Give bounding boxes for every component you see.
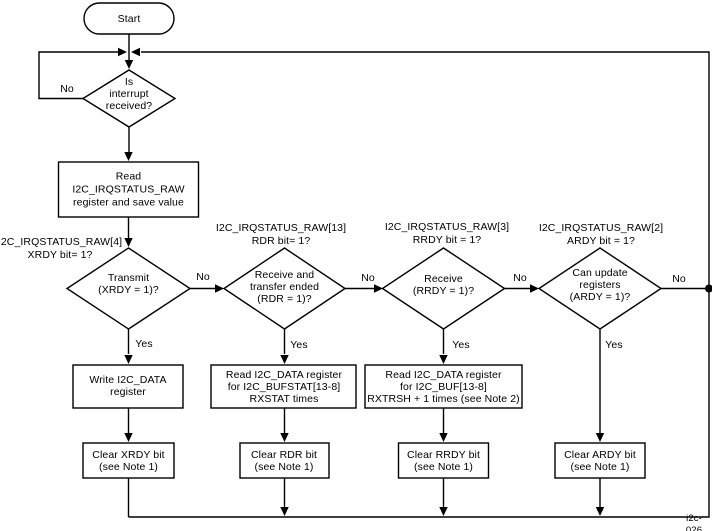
branch-2-register-check-label: I2C_IRQSTATUS_RAW[13] RDR bit= 1? — [215, 222, 347, 247]
arrow-into-clear3 — [439, 433, 448, 442]
arrow-into-action3 — [439, 355, 448, 364]
branch-1-action-label: Write I2C_DATA register — [89, 374, 167, 398]
branch-1-decision-label: Transmit (XRDY = 1)? — [98, 272, 159, 296]
arrow-into-clear4 — [595, 433, 605, 442]
branch-1-decision-diamond — [65, 247, 192, 330]
arrow-into-action1 — [124, 355, 133, 364]
read-register-box-label: Read I2C_IRQSTATUS_RAW register and save… — [72, 170, 185, 208]
branch-3-clear-box — [397, 442, 490, 479]
branch-3-action-label: Read I2C_DATA register for I2C_BUF[13-8]… — [367, 369, 520, 405]
branch-4-no-label: No — [672, 273, 686, 285]
branch-2-action-label: Read I2C_DATA register for I2C_BUFSTAT[1… — [225, 369, 343, 405]
branch-1-action-box — [72, 364, 184, 409]
branch-1-no-label: No — [196, 270, 210, 283]
edge-no-loop-left — [38, 51, 118, 100]
branch-4-decision-label: Can update registers (ARDY = 1)? — [569, 267, 631, 303]
branch-2-decision-label: Receive and transfer ended (RDR = 1)? — [249, 269, 320, 305]
start-node-shape — [83, 2, 175, 35]
branch-3-decision-label: Receive (RRDY = 1)? — [412, 272, 475, 297]
arrow-right-loop-join — [131, 47, 140, 57]
interrupt-decision-label: Is interrupt received? — [105, 76, 153, 112]
branch-4-register-check-label: I2C_IRQSTATUS_RAW[2] ARDY bit = 1? — [538, 221, 664, 247]
branch-1-clear-box — [82, 442, 175, 479]
branch-3-no-label: No — [513, 272, 527, 284]
branch-2-clear-label: Clear RDR bit (see Note 1) — [250, 448, 318, 473]
junction-dot — [705, 284, 712, 293]
arrow-left-loop-join — [118, 47, 127, 57]
branch-4-yes-label: Yes — [605, 339, 623, 351]
branch-2-action-box — [210, 364, 357, 409]
arrow-into-clear1 — [124, 433, 133, 442]
arrow-clear2-bottom — [280, 507, 289, 516]
branch-1-clear-label: Clear XRDY bit (see Note 1) — [92, 448, 165, 473]
branch-4-decision-diamond — [537, 247, 663, 330]
interrupt-decision-diamond — [81, 69, 177, 128]
arrow-clear4-bottom — [595, 507, 605, 516]
read-register-box — [57, 161, 200, 218]
branch-4-clear-box — [554, 442, 646, 479]
figure-id-label: i2c-026 — [685, 512, 703, 531]
arrow-into-d1 — [124, 238, 133, 247]
arrow-into-interrupt-diamond — [124, 60, 134, 69]
arrow-into-d2 — [215, 284, 224, 293]
flow-nodes — [57, 2, 663, 479]
arrow-into-d4 — [530, 284, 539, 293]
branch-2-no-label: No — [361, 272, 375, 284]
branch-4-clear-label: Clear ARDY bit (see Note 1) — [564, 448, 636, 473]
arrow-into-d3 — [374, 284, 383, 293]
arrow-clear3-bottom — [439, 507, 448, 516]
branch-3-yes-label: Yes — [452, 339, 470, 351]
interrupt-no-label: No — [60, 83, 74, 95]
branch-3-register-check-label: I2C_IRQSTATUS_RAW[3] RRDY bit = 1? — [384, 221, 510, 246]
branch-2-clear-box — [239, 442, 330, 479]
arrow-into-clear2 — [280, 433, 289, 442]
branch-1-register-check-label: I2C_IRQSTATUS_RAW[4] XRDY bit= 1? — [0, 235, 123, 261]
branch-1-yes-label: Yes — [135, 338, 153, 350]
branch-3-action-box — [364, 364, 523, 409]
branch-3-decision-diamond — [381, 247, 506, 330]
branch-3-clear-label: Clear RRDY bit (see Note 1) — [407, 448, 480, 473]
arrow-into-action2 — [280, 355, 289, 364]
branch-2-yes-label: Yes — [290, 339, 308, 351]
arrowheads — [118, 47, 712, 516]
branch-2-decision-diamond — [222, 247, 347, 330]
start-node-label: Start — [117, 12, 141, 25]
arrow-into-read-box — [124, 152, 133, 161]
